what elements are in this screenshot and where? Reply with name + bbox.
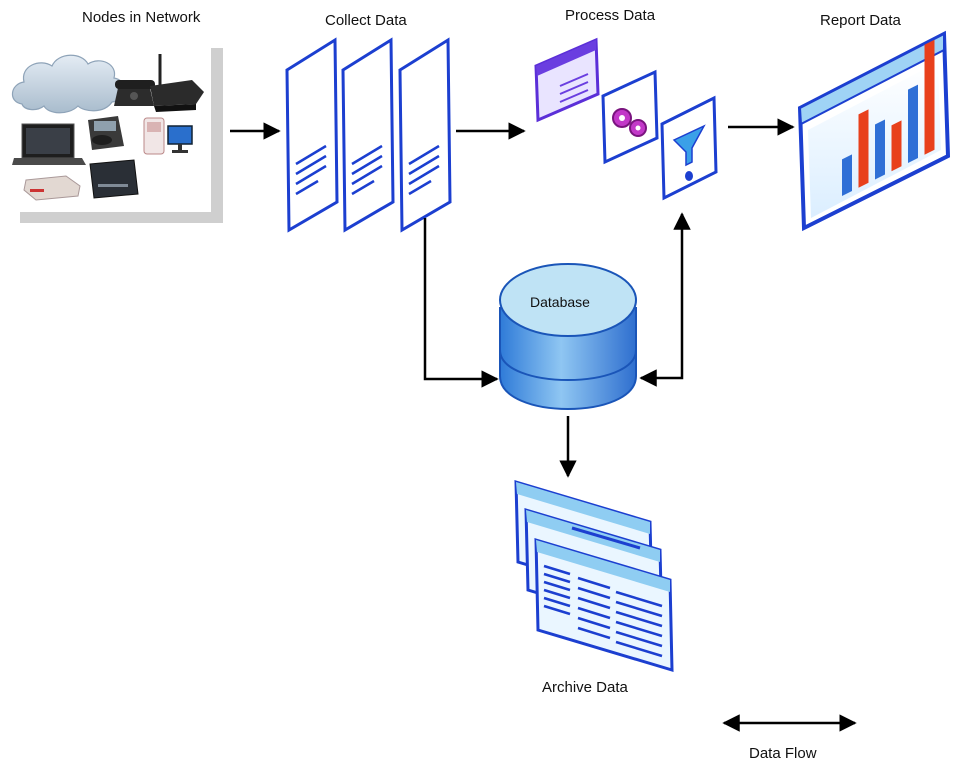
desk-phone-icon bbox=[114, 80, 155, 106]
network-nodes-group bbox=[8, 40, 223, 223]
database-top bbox=[499, 263, 637, 337]
label-collect-data: Collect Data bbox=[325, 12, 407, 29]
process-data-group bbox=[534, 37, 718, 201]
collect-document-1 bbox=[285, 37, 339, 233]
archive-documents bbox=[514, 479, 674, 673]
label-process-data: Process Data bbox=[565, 7, 656, 24]
report-window bbox=[797, 30, 951, 232]
handheld-device-icon bbox=[143, 117, 165, 155]
cloud-icon bbox=[11, 54, 125, 114]
report-window-screen bbox=[808, 62, 941, 218]
label-nodes-in-network: Nodes in Network bbox=[82, 9, 201, 26]
label-archive-data: Archive Data bbox=[542, 679, 628, 696]
collect-document-3 bbox=[398, 37, 452, 233]
database-band bbox=[499, 349, 637, 381]
gears-icon bbox=[601, 69, 659, 165]
report-bar bbox=[858, 109, 869, 188]
database-cylinder bbox=[499, 263, 637, 410]
database-body bbox=[499, 307, 637, 410]
wireless-router-icon bbox=[150, 54, 204, 112]
report-bar bbox=[875, 119, 885, 180]
label-database: Database bbox=[530, 294, 590, 310]
form-window-icon bbox=[534, 37, 600, 123]
arrow-database-process-bidirectional bbox=[639, 212, 691, 387]
flow-arrows bbox=[230, 118, 857, 732]
report-bar bbox=[891, 120, 902, 172]
report-bar bbox=[908, 84, 918, 163]
archive-window-3 bbox=[534, 537, 674, 673]
report-bar bbox=[842, 154, 852, 196]
label-data-flow-legend: Data Flow bbox=[749, 745, 817, 762]
report-bar bbox=[924, 39, 935, 155]
ip-phone-icon bbox=[88, 116, 124, 150]
collect-document-2 bbox=[341, 37, 395, 233]
laptop-icon bbox=[12, 123, 86, 165]
network-appliance-icon bbox=[23, 175, 81, 201]
desktop-monitor-icon bbox=[167, 125, 193, 153]
filter-funnel-icon bbox=[660, 95, 718, 201]
label-report-data: Report Data bbox=[820, 12, 901, 29]
report-window-titlebar bbox=[798, 32, 945, 126]
set-top-box-icon bbox=[89, 159, 139, 199]
report-bar-chart bbox=[842, 39, 935, 196]
collect-data-documents bbox=[285, 37, 452, 233]
arrow-collect-to-database bbox=[423, 218, 499, 388]
